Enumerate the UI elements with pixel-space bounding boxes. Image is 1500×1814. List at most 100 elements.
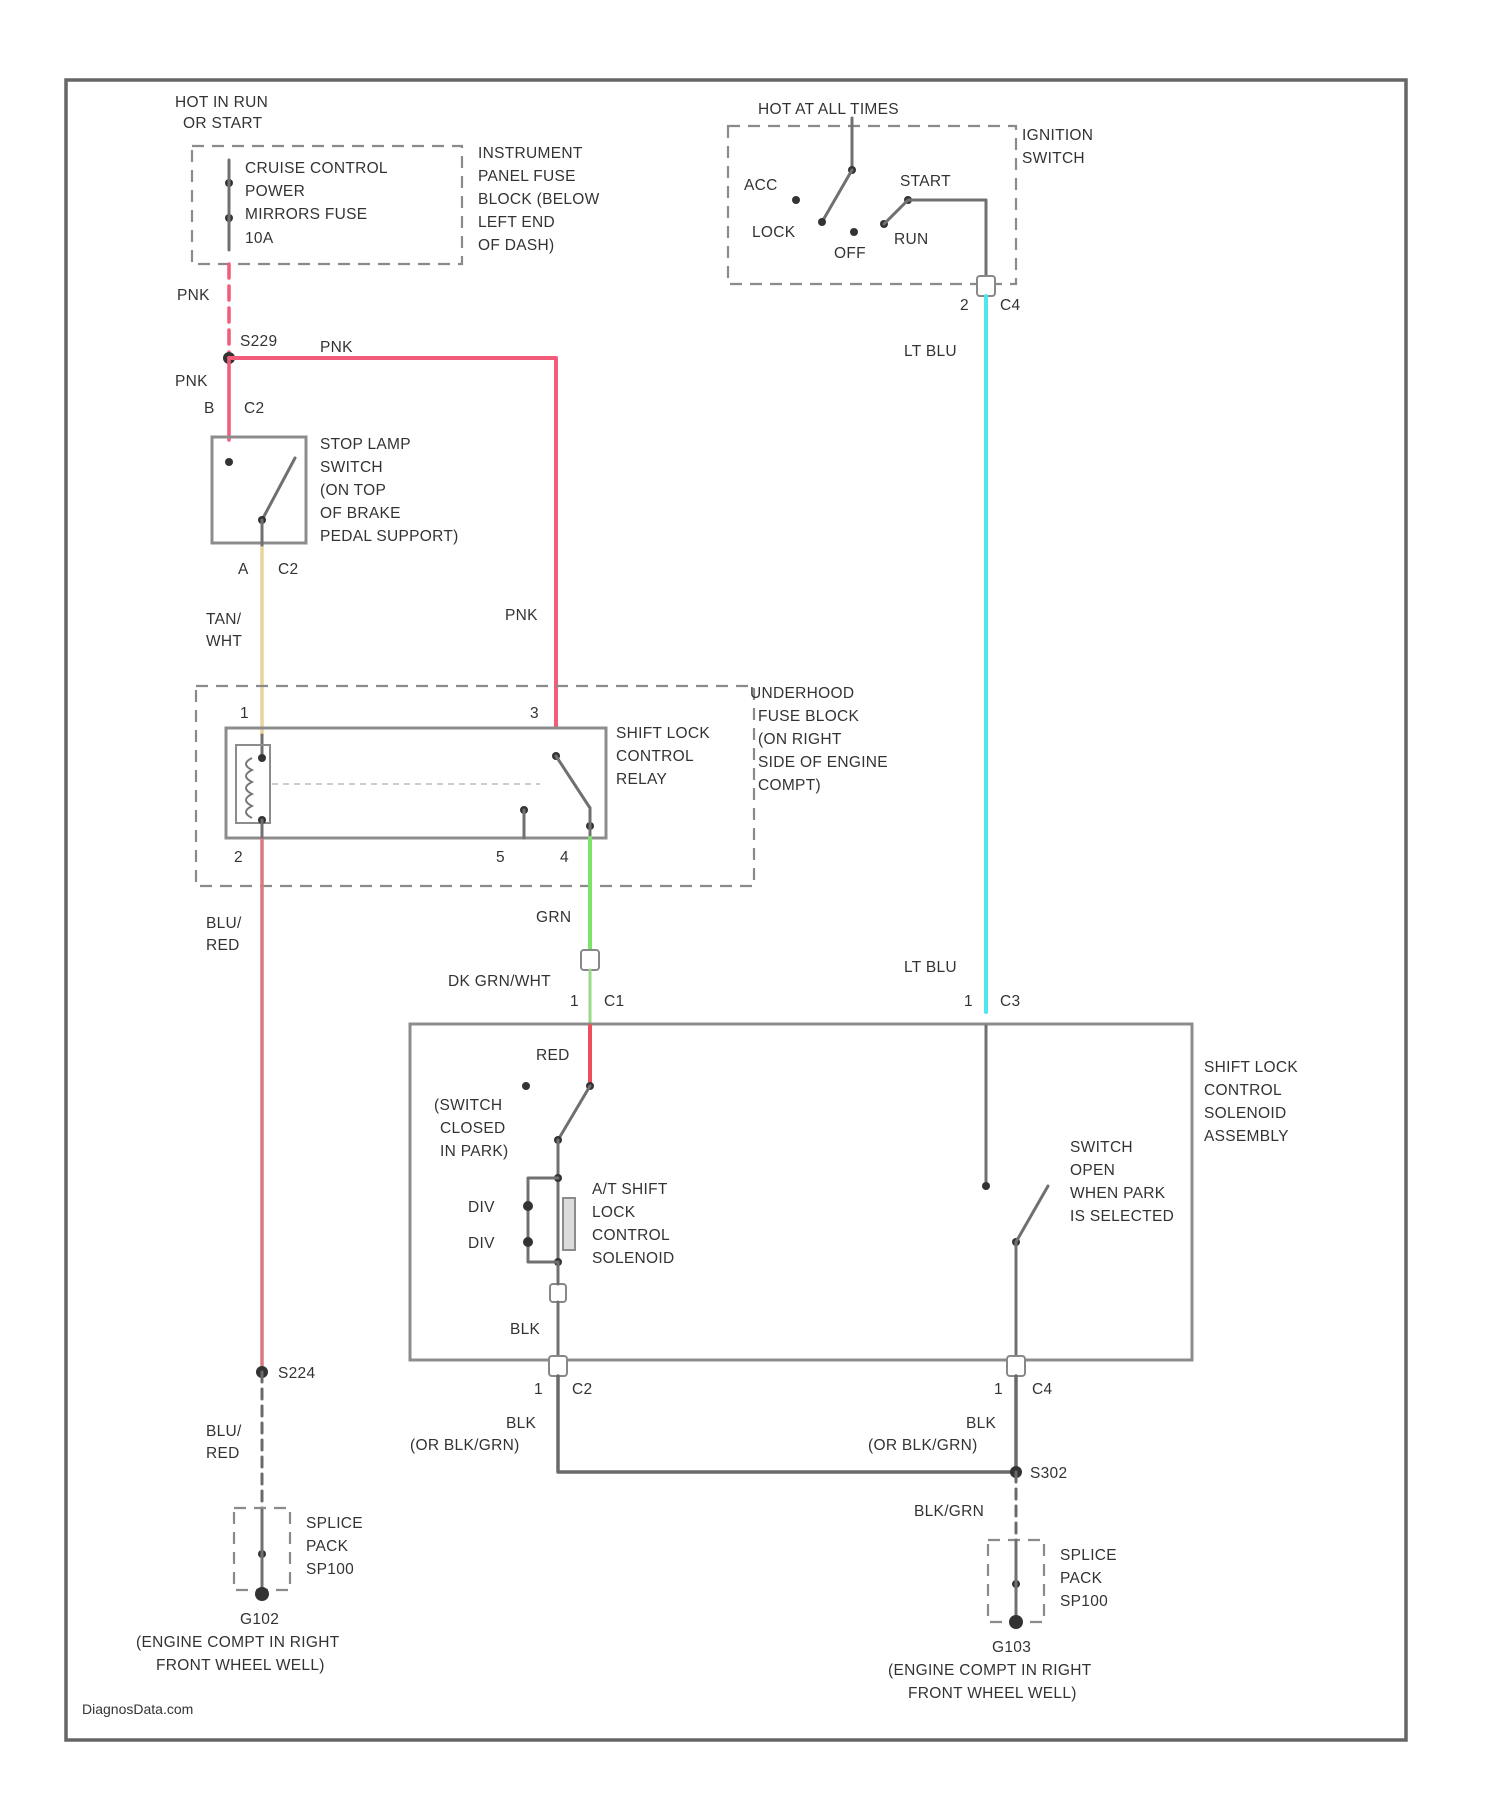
- diode-2: [523, 1237, 533, 1247]
- splice-pack-left-label-3: SP100: [306, 1561, 354, 1578]
- stop-lamp-label-3: (ON TOP: [320, 482, 386, 499]
- park-switch-contact-open: [522, 1082, 530, 1090]
- ground-g102-terminal: [255, 1587, 269, 1601]
- red-label: RED: [536, 1047, 570, 1064]
- underhood-fuse-block-dashed: [196, 686, 754, 886]
- stop-lamp-label: STOP LAMP: [320, 436, 411, 453]
- ground-g103-terminal: [1009, 1615, 1023, 1629]
- fuse-text-4: 10A: [245, 230, 274, 247]
- blu-red-label: BLU/: [206, 915, 242, 932]
- fuse-text-2: POWER: [245, 183, 305, 200]
- solenoid-assembly-label-3: SOLENOID: [1204, 1105, 1287, 1122]
- blk-alt-label-left: BLK: [506, 1415, 537, 1432]
- ground-g103-label: G103: [992, 1639, 1031, 1656]
- pnk-label-1: PNK: [177, 287, 210, 304]
- stop-lamp-label-5: PEDAL SUPPORT): [320, 528, 459, 545]
- relay-pin-3: 3: [530, 705, 539, 722]
- switch-closed-label: (SWITCH: [434, 1097, 502, 1114]
- fuse-block-label-3: (ON RIGHT: [758, 731, 842, 748]
- splice-pack-right-label-3: SP100: [1060, 1593, 1108, 1610]
- solenoid-c4-pin-1: 1: [994, 1381, 1003, 1398]
- relay-coil-winding: [246, 758, 252, 818]
- fuse-location-label-5: OF DASH): [478, 237, 554, 254]
- solenoid-c3-label: C3: [1000, 993, 1020, 1010]
- diode-1: [523, 1201, 533, 1211]
- solenoid-c2-label: C2: [572, 1381, 592, 1398]
- blu-red-lower-label-2: RED: [206, 1445, 240, 1462]
- park-sel-switch-arm: [1016, 1186, 1048, 1242]
- fuse-text-3: MIRRORS FUSE: [245, 206, 367, 223]
- pnk-label-3: PNK: [175, 373, 208, 390]
- fuse-location-label: INSTRUMENT: [478, 145, 583, 162]
- relay-switch-arm: [556, 756, 590, 808]
- ignition-switch-label: IGNITION: [1022, 127, 1093, 144]
- park-switch-arm: [558, 1086, 590, 1140]
- stop-lamp-label-2: SWITCH: [320, 459, 383, 476]
- fuse-block-label-5: COMPT): [758, 777, 821, 794]
- fuse-block-label-2: FUSE BLOCK: [758, 708, 860, 725]
- solenoid-label: A/T SHIFT: [592, 1181, 668, 1198]
- ignition-switch-dashed-box: [728, 126, 1016, 284]
- blu-red-label-2: RED: [206, 937, 240, 954]
- ground-g103-desc: (ENGINE COMPT IN RIGHT: [888, 1662, 1092, 1679]
- solenoid-label-2: LOCK: [592, 1204, 636, 1221]
- splice-pack-left-label-2: PACK: [306, 1538, 349, 1555]
- lt-blu-label-top: LT BLU: [904, 343, 957, 360]
- solenoid-c3-pin-1: 1: [964, 993, 973, 1010]
- splice-pack-right-label-2: PACK: [1060, 1570, 1103, 1587]
- ignition-connector: [977, 276, 995, 296]
- switch-closed-label-2: CLOSED: [440, 1120, 506, 1137]
- diagram-border: [66, 80, 1406, 1740]
- solenoid-assembly-label: SHIFT LOCK: [1204, 1059, 1298, 1076]
- splice-s229-label: S229: [240, 333, 277, 350]
- splice-pack-left-label: SPLICE: [306, 1515, 363, 1532]
- blk-alt-label-left-2: (OR BLK/GRN): [410, 1437, 520, 1454]
- ignition-switch-arm: [822, 170, 852, 222]
- hot-in-run-label: HOT IN RUN: [175, 94, 268, 111]
- ground-g102-label: G102: [240, 1611, 279, 1628]
- hot-at-all-times-label: HOT AT ALL TIMES: [758, 101, 899, 118]
- solenoid-c1-connector: [581, 950, 599, 970]
- fuse-location-label-2: PANEL FUSE: [478, 168, 576, 185]
- blk-label-inside: BLK: [510, 1321, 541, 1338]
- stoplamp-c2-top: C2: [244, 400, 264, 417]
- solenoid-c1-pin-1: 1: [570, 993, 579, 1010]
- ignition-contact-acc: [792, 196, 800, 204]
- switch-open-label-4: IS SELECTED: [1070, 1208, 1174, 1225]
- stop-lamp-switch-arm: [262, 458, 295, 520]
- splice-s302-label: S302: [1030, 1465, 1067, 1482]
- solenoid-inline-connector: [550, 1284, 566, 1302]
- shift-lock-relay-box: [226, 728, 606, 838]
- solenoid-c4-connector: [1007, 1356, 1025, 1376]
- stop-lamp-label-4: OF BRAKE: [320, 505, 401, 522]
- ignition-start-label: START: [900, 173, 951, 190]
- stop-lamp-contact-top: [225, 458, 233, 466]
- stoplamp-c2-bottom: C2: [278, 561, 298, 578]
- fuse-location-label-3: BLOCK (BELOW: [478, 191, 600, 208]
- relay-pin-5: 5: [496, 849, 505, 866]
- ground-g102-desc-2: FRONT WHEEL WELL): [156, 1657, 325, 1674]
- solenoid-c2-pin-1: 1: [534, 1381, 543, 1398]
- hot-in-run-label-2: OR START: [183, 115, 263, 132]
- fuse-location-label-4: LEFT END: [478, 214, 555, 231]
- solenoid-c4-label: C4: [1032, 1381, 1052, 1398]
- stop-lamp-switch-box: [212, 437, 306, 543]
- switch-closed-label-3: IN PARK): [440, 1143, 508, 1160]
- solenoid-label-3: CONTROL: [592, 1227, 670, 1244]
- relay-pin-1: 1: [240, 705, 249, 722]
- solenoid-assembly-label-4: ASSEMBLY: [1204, 1128, 1289, 1145]
- pnk-label-4: PNK: [505, 607, 538, 624]
- tan-wht-label: TAN/: [206, 611, 242, 628]
- park-sel-contact-top: [982, 1182, 990, 1190]
- splice-pack-right-label: SPLICE: [1060, 1547, 1117, 1564]
- ignition-c4-label: C4: [1000, 297, 1020, 314]
- relay-label-2: CONTROL: [616, 748, 694, 765]
- ignition-contact-lock: [818, 218, 826, 226]
- ground-g102-desc: (ENGINE COMPT IN RIGHT: [136, 1634, 340, 1651]
- switch-open-label: SWITCH: [1070, 1139, 1133, 1156]
- ignition-lock-label: LOCK: [752, 224, 796, 241]
- ignition-pin-2: 2: [960, 297, 969, 314]
- solenoid-assembly-label-2: CONTROL: [1204, 1082, 1282, 1099]
- fuse-block-label-4: SIDE OF ENGINE: [758, 754, 888, 771]
- relay-pin-4: 4: [560, 849, 569, 866]
